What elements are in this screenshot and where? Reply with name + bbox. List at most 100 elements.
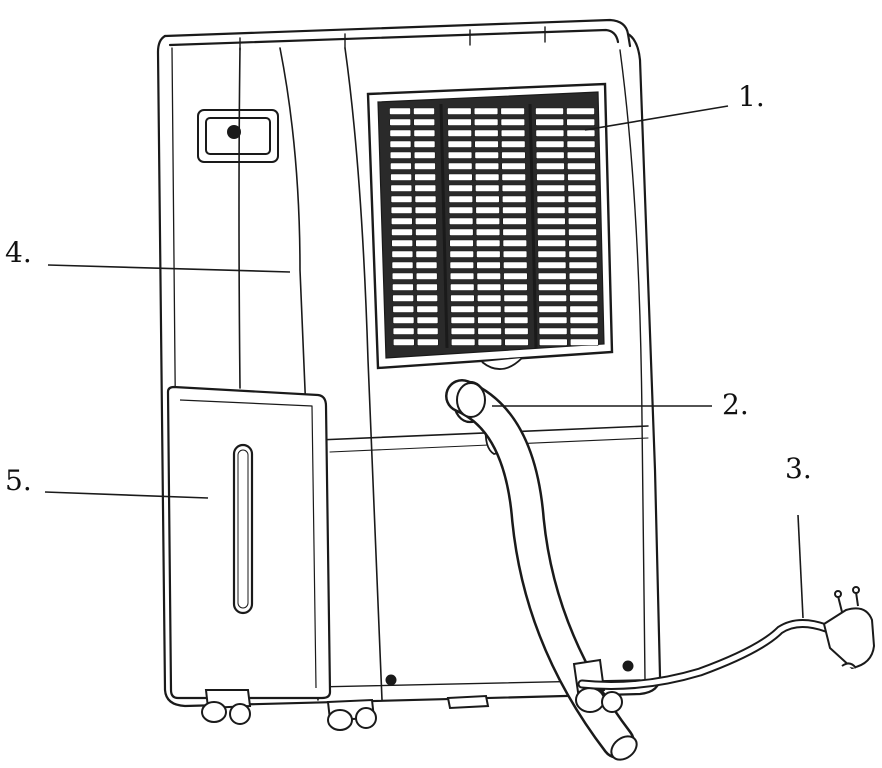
grille-slot [448,173,473,181]
grille-slot [477,327,502,335]
grille-slot [535,118,565,126]
grille-slot [415,272,438,280]
grille-slot [566,129,596,137]
air-filter-grille [366,82,614,370]
grille-slot [476,250,501,258]
grille-slot [448,217,474,225]
grille-slot [447,129,472,137]
grille-slot [477,305,502,313]
grille-slot [413,129,436,137]
grille-slot [503,294,528,302]
callout-label-3: 3. [785,452,812,485]
grille-slot [389,151,412,159]
grille-slot [392,294,414,302]
grille-slot [448,206,474,214]
grille-slot [475,206,500,214]
grille-slot [501,151,526,159]
grille-slot [503,283,528,291]
grille-slot [536,162,565,170]
grille-slot [390,184,413,192]
grille-slot [450,283,475,291]
grille-slot [415,261,438,269]
grille-slot [501,140,526,148]
grille-slot [566,140,596,148]
grille-slot [392,283,414,291]
grille-slot [450,294,475,302]
callout-label-5: 5. [5,464,32,497]
grille-slot [503,305,529,313]
grille-slot [414,206,437,214]
grille-slot [476,272,501,280]
callout-label-1: 1. [738,80,765,113]
grille-slot [391,261,414,269]
grille-slot [416,327,439,335]
grille-slot [538,294,567,302]
grille-slot [537,261,567,269]
leader-line-4 [47,264,291,273]
grille-slot [474,151,499,159]
grille-slot [449,239,474,247]
grille-slot [475,195,500,203]
grille-slot [477,316,502,324]
grille-slot [569,283,598,291]
grille-slot [503,272,528,280]
grille-slot [567,217,597,225]
grille-slot [568,261,598,269]
grille-slot [535,107,564,115]
grille-slot [473,107,499,115]
grille-slot [413,151,436,159]
leader-line-1 [584,105,729,131]
grille-slots [389,103,599,349]
grille-slot [475,217,501,225]
grille-slot [502,250,528,258]
grille-slot [501,162,526,170]
grille-slot [536,184,566,192]
grille-slot [414,195,437,203]
grille-slot [448,195,474,203]
power-cord [577,619,831,690]
grille-slot [389,140,412,148]
grille-slot [567,162,596,170]
grille-slot [447,118,472,126]
callout-label-4: 4. [5,236,32,269]
grille-slot [536,206,566,214]
grille-slot [389,118,412,126]
handle-recess [197,109,279,163]
grille-slot [474,129,499,137]
grille-slot [416,316,439,324]
grille-slot [448,184,473,192]
grille-slot [413,107,435,115]
grille-slot [416,283,438,291]
grille-slot [501,195,527,203]
grille-slot [392,338,415,346]
grille-slot [413,118,436,126]
grille-divider [528,103,538,349]
grille-slot [475,184,500,192]
power-plug [823,586,875,669]
grille-slot [450,338,476,346]
grille-slot [414,184,437,192]
grille-slot [538,305,568,313]
grille-slot [415,239,438,247]
leader-line-3 [797,514,804,619]
grille-slot [502,206,527,214]
grille-slot [390,173,412,181]
grille-slot [473,118,499,126]
grille-slot [536,217,566,225]
grille-slot [536,173,565,181]
grille-slot [537,239,567,247]
grille-slot [391,239,414,247]
grille-slot [391,228,413,236]
grille-slot [414,173,436,181]
grille-slot [449,228,474,236]
grille-slot [538,338,568,346]
grille-slot [500,107,525,115]
grille-slot [391,272,414,280]
grille-slot [475,228,501,236]
grille-slot [569,294,598,302]
grille-slot [567,173,596,181]
grille-slot [568,239,598,247]
grille-slot [537,228,566,236]
grille-slot [390,206,413,214]
